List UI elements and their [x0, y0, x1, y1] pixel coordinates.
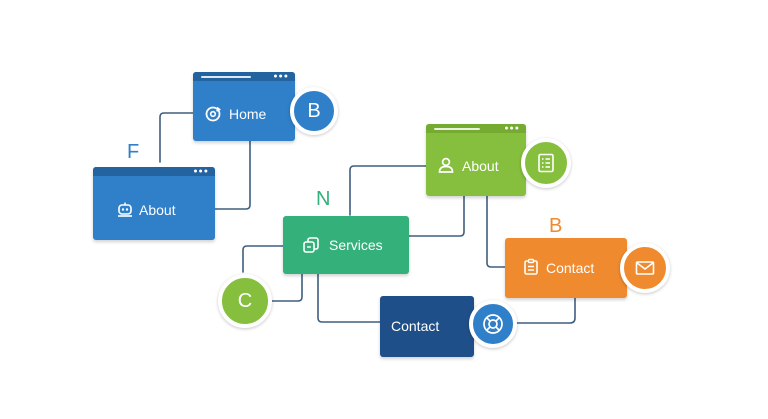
window-dots-icon: ●●● — [504, 125, 520, 132]
window-dots-icon: ●●● — [273, 73, 289, 80]
connector-services-c-2 — [269, 273, 303, 302]
connector-services-contact-navy — [317, 273, 381, 323]
window-dots-icon: ●●● — [193, 168, 209, 175]
home-b-text: B — [307, 99, 321, 122]
connector-services-about-right — [349, 165, 427, 216]
copy-icon — [303, 237, 319, 253]
about-right-label: About — [462, 158, 499, 174]
home-node[interactable]: ●●● Home — [193, 72, 295, 141]
list-icon — [538, 153, 554, 173]
home-label: Home — [229, 106, 267, 122]
connector-home-about-left-2 — [213, 139, 251, 210]
lifebuoy-icon — [483, 314, 503, 334]
connector-services-about-right-2 — [408, 195, 465, 237]
about-right-node[interactable]: ●●● About — [426, 124, 526, 196]
connector-home-about-left — [159, 112, 194, 163]
contact-orange-label: Contact — [546, 260, 595, 276]
letter-n: N — [316, 188, 331, 210]
mail-icon — [635, 261, 655, 275]
clipboard-icon — [524, 258, 538, 275]
contact-navy-node[interactable]: Contact — [380, 296, 474, 357]
refresh-icon — [205, 106, 221, 122]
contact-navy-label: Contact — [391, 318, 440, 334]
connector-contact-navy-contact-orange — [509, 297, 576, 324]
about-list-circle[interactable] — [521, 138, 571, 188]
c-circle[interactable]: C — [218, 274, 272, 328]
home-b-circle[interactable]: B — [290, 87, 338, 135]
connector-services-c — [242, 245, 284, 273]
about-right-titlebar: ●●● — [426, 124, 526, 133]
contact-lifebuoy-circle[interactable] — [469, 300, 517, 348]
connector-about-right-contact-orange — [486, 195, 506, 268]
letter-b: B — [549, 215, 563, 237]
services-node[interactable]: Services — [283, 216, 409, 274]
about-left-titlebar: ●●● — [93, 167, 215, 176]
contact-orange-node[interactable]: Contact — [505, 238, 627, 298]
about-left-node[interactable]: ●●● About — [93, 167, 215, 240]
robot-icon — [118, 202, 132, 217]
contact-mail-circle[interactable] — [620, 243, 670, 293]
letter-f: F — [127, 141, 140, 163]
c-text: C — [237, 289, 253, 312]
home-titlebar: ●●● — [193, 72, 295, 81]
services-label: Services — [329, 237, 383, 253]
user-icon — [438, 157, 454, 173]
about-left-label: About — [139, 202, 176, 218]
